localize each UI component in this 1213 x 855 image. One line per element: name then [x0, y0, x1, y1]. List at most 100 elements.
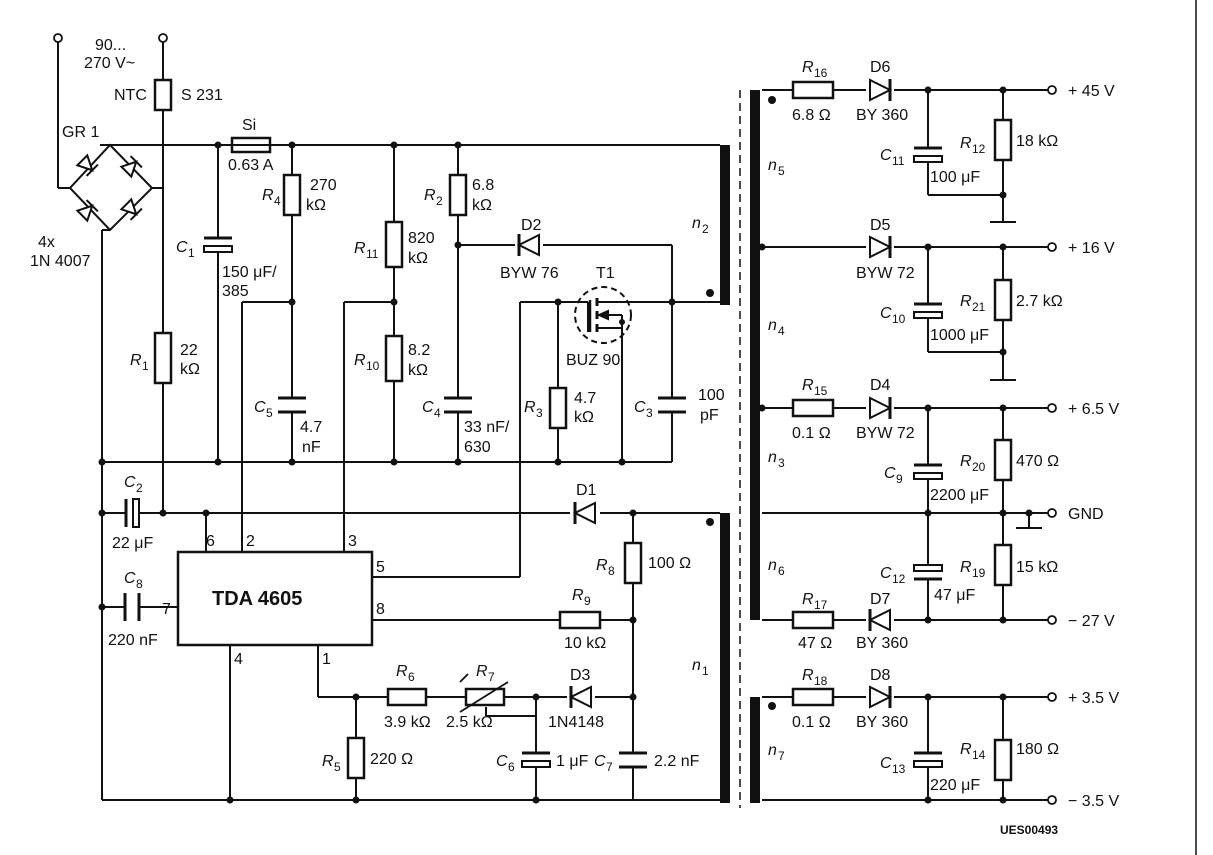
r10-label: R	[354, 352, 366, 369]
c8-value: 220 nF	[108, 632, 158, 649]
winding-n1	[720, 513, 730, 803]
r3-body	[548, 386, 568, 430]
ntc-resistor	[153, 78, 173, 112]
c5-value-bottom: nF	[302, 439, 321, 456]
r21-value: 2.7 kΩ	[1016, 293, 1063, 310]
r11-label: R	[354, 240, 366, 257]
r18-label: R	[802, 667, 814, 684]
ic-pin-6: 6	[206, 533, 215, 550]
r6-label: R	[396, 663, 408, 680]
c2-sub: 2	[136, 481, 143, 495]
r8-value: 100 Ω	[648, 555, 691, 572]
r17-body	[791, 610, 835, 630]
d4-part: BYW 72	[856, 425, 915, 442]
winding-n5-n4-n3-n6	[750, 90, 760, 620]
d2-name: D2	[521, 217, 542, 234]
n2-sub: 2	[702, 222, 709, 236]
d2-part: BYW 76	[500, 265, 559, 282]
r10-value-bottom: kΩ	[408, 362, 428, 379]
n5-label: n	[768, 157, 777, 174]
r3-value-top: 4.7	[574, 390, 596, 407]
fuse-value: 0.63 A	[228, 157, 274, 174]
c6-label: C	[496, 753, 508, 770]
r10-sub: 10	[366, 359, 380, 373]
r2-value-bottom: kΩ	[472, 197, 492, 214]
r15-label: R	[802, 377, 814, 394]
c6-value: 1 μF	[556, 753, 589, 770]
n1-sub: 1	[702, 664, 709, 678]
r19-body	[993, 543, 1013, 587]
winding-n2	[720, 145, 730, 305]
r1-body	[153, 331, 173, 385]
r9-body	[558, 610, 602, 630]
r4-sub: 4	[274, 194, 281, 208]
mosfet-t1	[574, 286, 632, 344]
r8-sub: 8	[608, 564, 615, 578]
r17-sub: 17	[814, 598, 828, 612]
r3-sub: 3	[536, 406, 543, 420]
d3-name: D3	[570, 667, 591, 684]
n2-label: n	[692, 215, 701, 232]
d7-part: BY 360	[856, 635, 908, 652]
c6-sub: 6	[508, 760, 515, 774]
r20-value: 470 Ω	[1016, 453, 1059, 470]
ic-pin-8: 8	[376, 601, 385, 618]
c3-value-bottom: pF	[700, 407, 719, 424]
n5-sub: 5	[778, 164, 785, 178]
resistor-bodies	[153, 78, 1013, 782]
r6-sub: 6	[408, 670, 415, 684]
mains-terminal-l	[53, 33, 63, 43]
r12-label: R	[960, 135, 972, 152]
r1-value-top: 22	[180, 342, 198, 359]
output-terminal-45v	[1047, 85, 1057, 95]
ntc-value: S 231	[181, 87, 223, 104]
output-16v-label: + 16 V	[1068, 240, 1115, 257]
c2-label: C	[124, 474, 136, 491]
output-27v-label: − 27 V	[1068, 613, 1115, 630]
r19-label: R	[960, 559, 972, 576]
c13-value: 220 μF	[930, 777, 980, 794]
c5-value-top: 4.7	[300, 419, 322, 436]
r20-sub: 20	[972, 460, 986, 474]
r2-value-top: 6.8	[472, 177, 494, 194]
r7-wiper-arrow	[459, 681, 509, 713]
terminals	[53, 33, 1057, 805]
r14-value: 180 Ω	[1016, 741, 1059, 758]
bridge-count: 4x	[38, 234, 55, 251]
c4-value-bottom: 630	[464, 439, 491, 456]
n6-sub: 6	[778, 564, 785, 578]
r15-value: 0.1 Ω	[792, 425, 831, 442]
t1-name: T1	[596, 265, 615, 282]
mains-voltage-top: 90...	[95, 37, 126, 54]
r20-body	[993, 438, 1013, 482]
r14-body	[993, 738, 1013, 782]
r15-sub: 15	[814, 384, 828, 398]
r11-value-top: 820	[408, 230, 435, 247]
c8-sub: 8	[136, 577, 143, 591]
c5-sub: 5	[266, 406, 273, 420]
junctions	[98, 86, 1033, 804]
c4-sub: 4	[434, 406, 441, 420]
output-3v5p-label: + 3.5 V	[1068, 690, 1119, 707]
r7-value: 2.5 kΩ	[446, 714, 493, 731]
d1-name: D1	[576, 482, 597, 499]
r2-sub: 2	[436, 194, 443, 208]
ic-pin-4: 4	[234, 651, 243, 668]
r5-body	[346, 736, 366, 780]
output-3v5n-label: − 3.5 V	[1068, 793, 1119, 810]
n3-label: n	[768, 449, 777, 466]
n3-sub: 3	[778, 456, 785, 470]
r20-label: R	[960, 453, 972, 470]
r21-body	[993, 278, 1013, 322]
r9-sub: 9	[584, 594, 591, 608]
ic-pin-7: 7	[162, 601, 171, 618]
r10-value-top: 8.2	[408, 342, 430, 359]
transformer	[706, 90, 776, 808]
r4-label: R	[262, 187, 274, 204]
mains-terminal-n	[158, 33, 168, 43]
r8-label: R	[596, 557, 608, 574]
d5-name: D5	[870, 217, 891, 234]
r9-label: R	[572, 587, 584, 604]
r12-value: 18 kΩ	[1016, 133, 1058, 150]
